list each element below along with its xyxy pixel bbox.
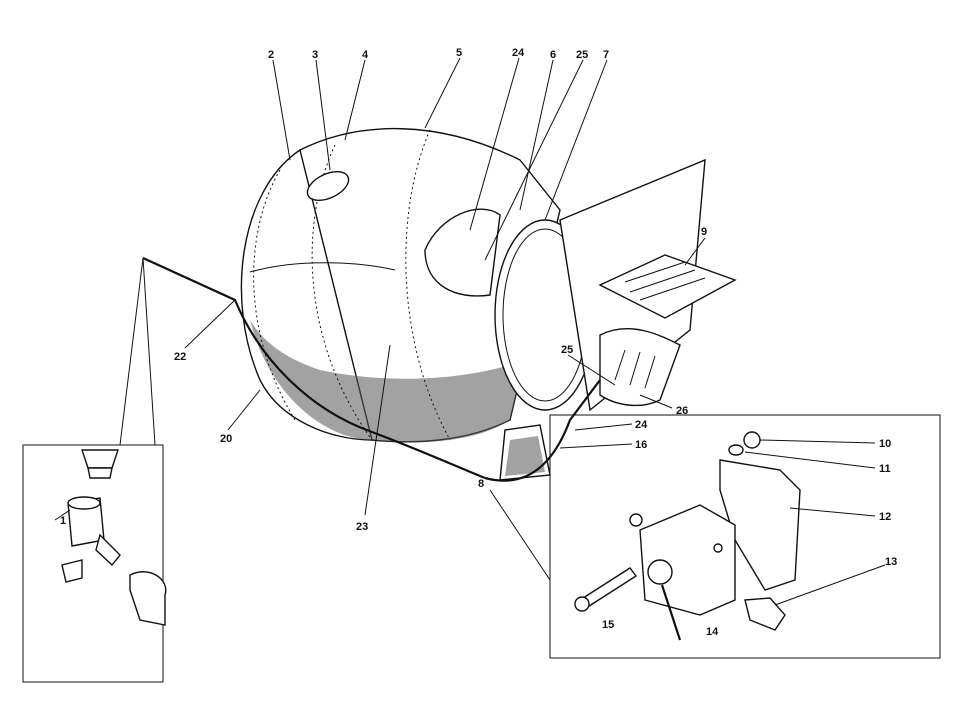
callout-15: 15 <box>602 619 614 631</box>
callout-8: 8 <box>478 478 484 490</box>
inset-pump-assembly <box>549 414 941 659</box>
callout-12: 12 <box>879 511 891 523</box>
callout-22: 22 <box>174 351 186 363</box>
callout-4: 4 <box>362 49 369 61</box>
callout-16: 16 <box>635 439 647 451</box>
callout-labels: 1 2 3 4 5 6 7 8 9 10 11 12 13 14 15 16 2… <box>60 47 897 638</box>
callout-11: 11 <box>879 463 891 475</box>
callout-25-top: 25 <box>576 49 588 61</box>
mixer-drum <box>240 127 737 481</box>
callout-10: 10 <box>879 438 891 450</box>
callout-1: 1 <box>60 515 66 527</box>
callout-7: 7 <box>603 49 609 61</box>
inset-valve <box>22 444 167 683</box>
callout-14: 14 <box>706 626 719 638</box>
callout-9: 9 <box>701 226 707 238</box>
callout-25-bottom: 25 <box>561 344 573 356</box>
water-piping <box>119 256 601 581</box>
callout-26: 26 <box>676 405 688 417</box>
callout-13: 13 <box>885 556 897 568</box>
callout-2: 2 <box>268 49 274 61</box>
callout-6: 6 <box>550 49 556 61</box>
callout-20: 20 <box>220 433 232 445</box>
callout-24-top: 24 <box>512 47 525 59</box>
callout-24-bottom: 24 <box>635 419 648 431</box>
callout-23: 23 <box>356 521 368 533</box>
callout-5: 5 <box>456 47 462 59</box>
leader-lines <box>54 57 886 606</box>
callout-3: 3 <box>312 49 318 61</box>
